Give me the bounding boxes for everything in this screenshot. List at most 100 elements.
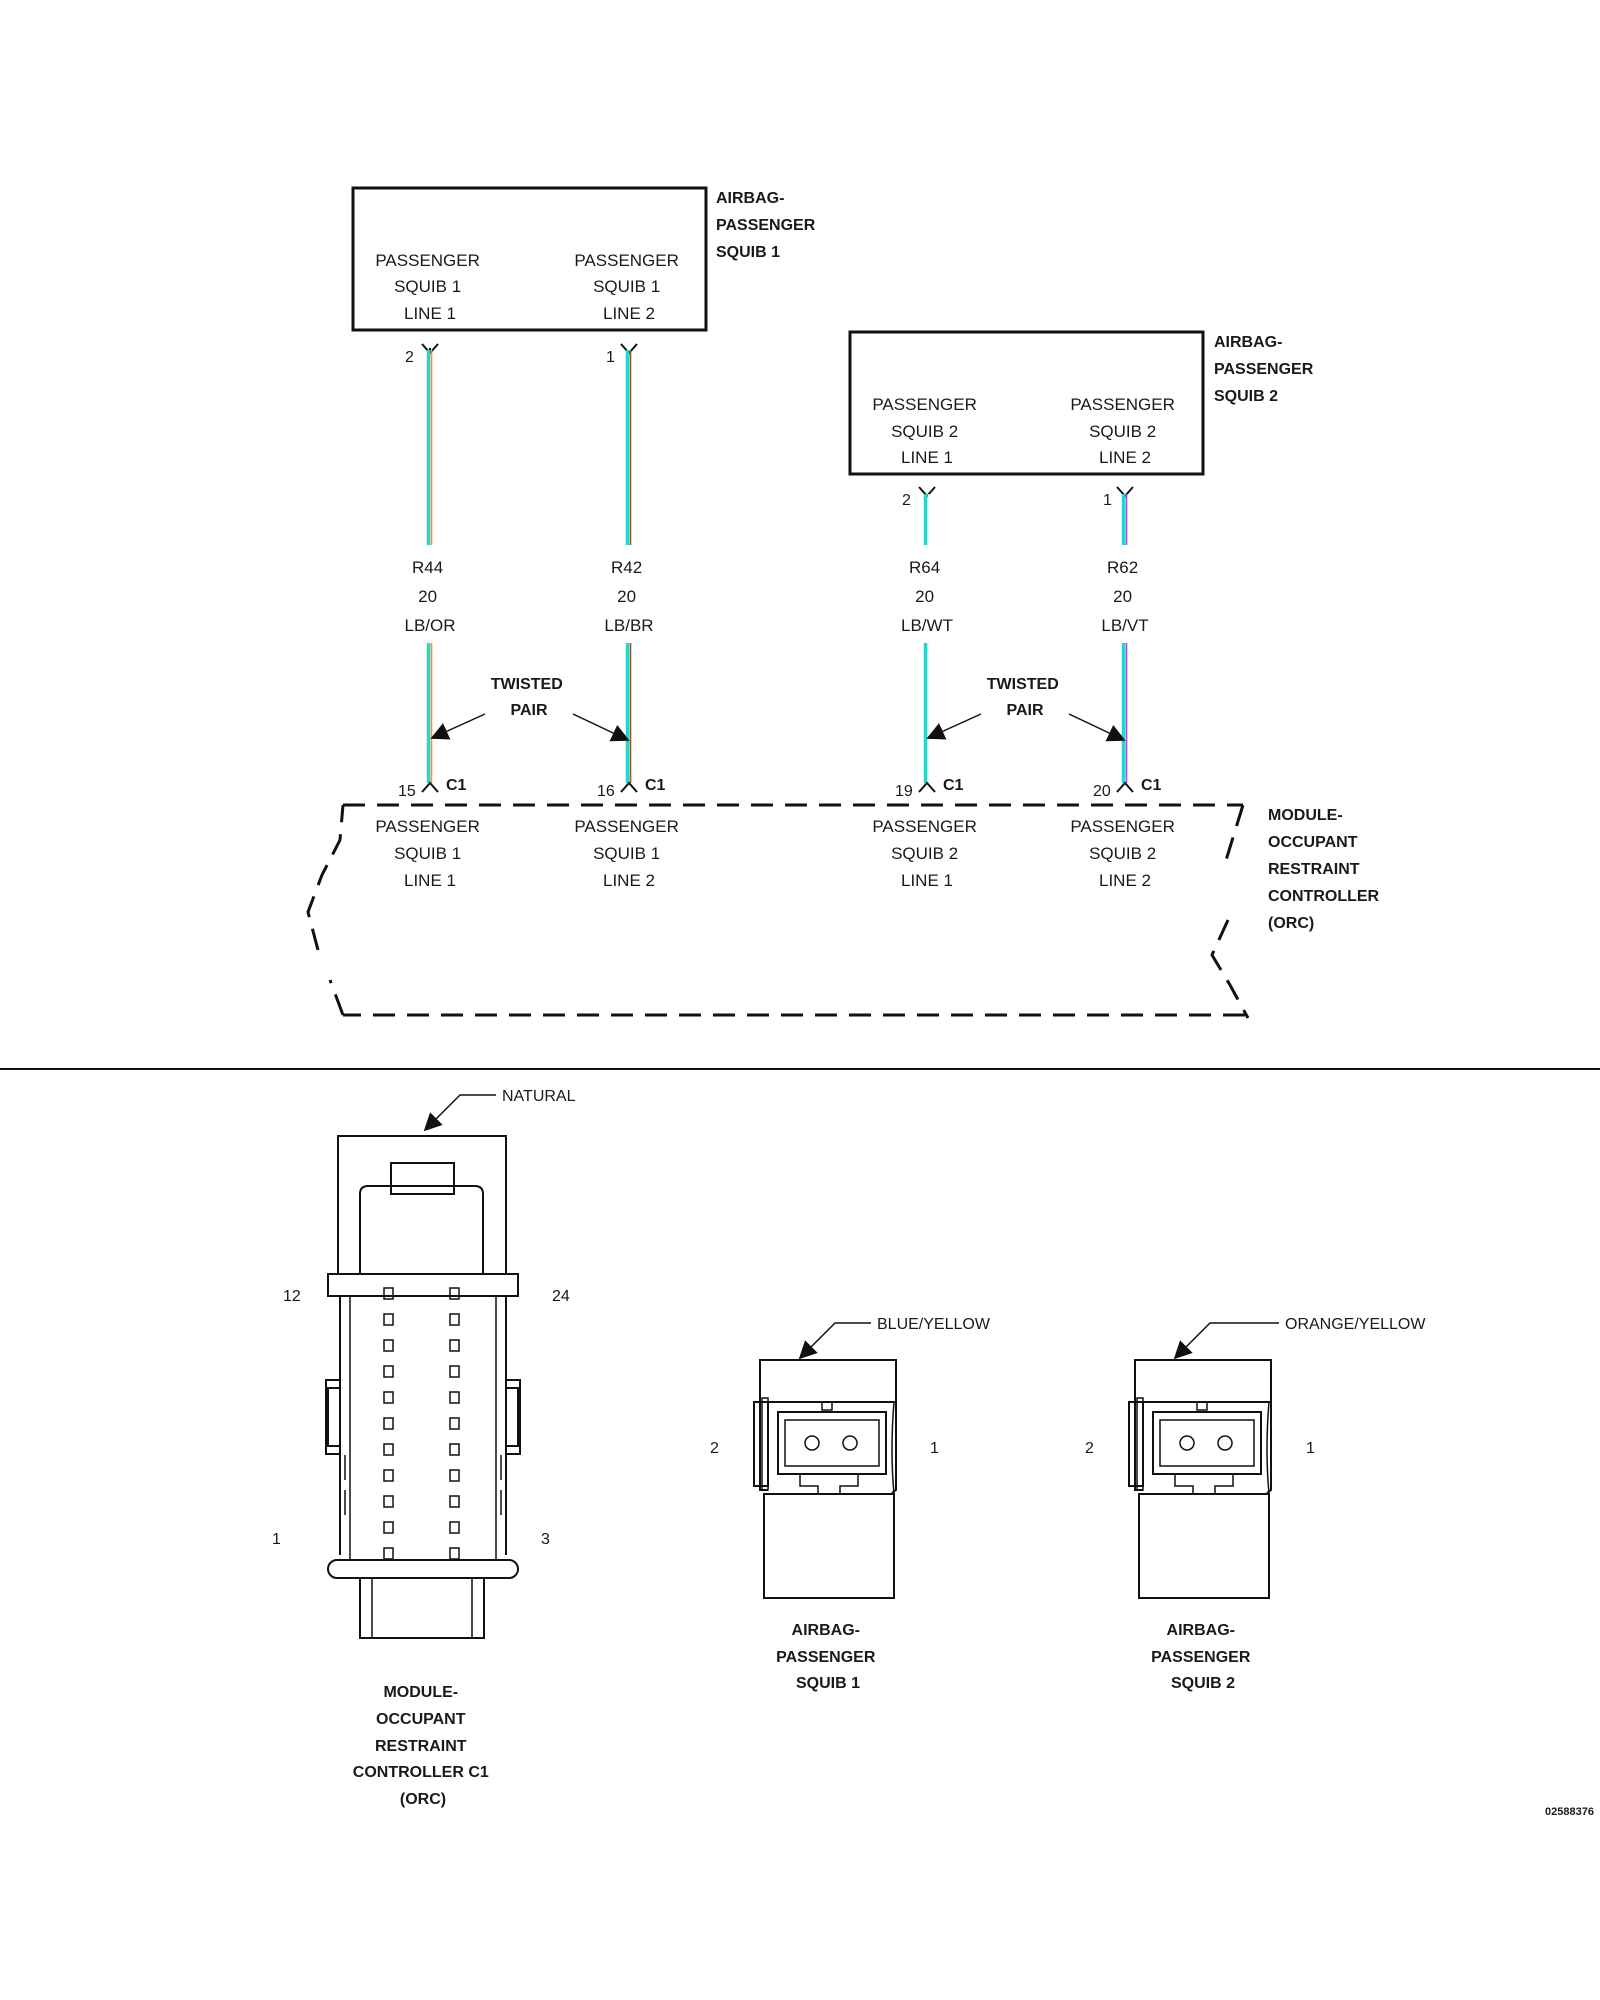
svg-text:TWISTED PAIR: TWISTED PAIR — [491, 676, 567, 719]
wire-r42 — [625, 350, 632, 783]
arrow — [1068, 713, 1126, 742]
svg-text:16: 16 — [597, 783, 615, 800]
squib1-connector-title: AIRBAG- PASSENGER SQUIB 1 — [776, 1622, 880, 1692]
cavity — [449, 1547, 460, 1560]
orc-c1-title: MODULE- OCCUPANT RESTRAINT CONTROLLER C1… — [353, 1684, 493, 1808]
orc-pin-19: 19 C1 — [895, 777, 964, 800]
orc-pin-20: 20 C1 — [1093, 777, 1162, 800]
connector-caret-symbol — [918, 781, 936, 793]
orc-c1-color: NATURAL — [502, 1088, 576, 1105]
cavity — [383, 1287, 394, 1300]
squib1-connector-view: BLUE/YELLOW 2 1 AIRBAG- PASSENGER SQUIB … — [710, 1316, 991, 1692]
svg-text:15: 15 — [398, 783, 416, 800]
squib1-connector-color: BLUE/YELLOW — [877, 1316, 991, 1333]
cavity — [1179, 1435, 1195, 1451]
svg-text:20: 20 — [1093, 783, 1111, 800]
cavity — [449, 1469, 460, 1482]
squib1-pin-label-line2: PASSENGER SQUIB 1 LINE 2 — [574, 251, 683, 323]
cavity — [449, 1391, 460, 1404]
wire-labels: R44 20 LB/OR R42 20 LB/BR R64 20 LB/WT R… — [404, 558, 1148, 635]
svg-text:C1: C1 — [1141, 777, 1162, 794]
squib2-title: AIRBAG- PASSENGER SQUIB 2 — [1214, 334, 1318, 405]
orc-c1-connector-view: NATURAL 12 24 1 3 MODULE- OCCUPANT RESTR… — [272, 1088, 576, 1808]
svg-text:C1: C1 — [645, 777, 666, 794]
squib1-pin-2: 2 — [405, 349, 414, 366]
orc-dashed-outline — [306, 803, 1250, 1019]
cavity-label-12: 12 — [283, 1288, 301, 1305]
cavity-label-1: 1 — [272, 1531, 281, 1548]
orc-pin-16: 16 C1 — [597, 777, 666, 800]
cavity — [449, 1365, 460, 1378]
cavity — [449, 1521, 460, 1534]
svg-text:19: 19 — [895, 783, 913, 800]
cavity — [383, 1521, 394, 1534]
cavity — [383, 1365, 394, 1378]
squib2-connector-color: ORANGE/YELLOW — [1285, 1316, 1426, 1333]
cavity-array — [383, 1287, 460, 1560]
orc-pin-15: 15 C1 — [398, 777, 467, 800]
wire-r44 — [426, 350, 433, 783]
cavity — [449, 1313, 460, 1326]
cavity — [383, 1469, 394, 1482]
arrow — [430, 713, 486, 740]
svg-text:C1: C1 — [943, 777, 964, 794]
squib1-title: AIRBAG- PASSENGER SQUIB 1 — [716, 190, 820, 261]
cavity — [383, 1391, 394, 1404]
squib1-cavity-1: 1 — [930, 1440, 939, 1457]
squib2-component: AIRBAG- PASSENGER SQUIB 2 PASSENGER SQUI… — [848, 330, 1318, 509]
cavity — [1217, 1435, 1233, 1451]
connector-caret-symbol — [1116, 781, 1134, 793]
wire-r62-label: R62 20 LB/VT — [1101, 558, 1148, 635]
cavity — [449, 1495, 460, 1508]
connector-caret-symbol — [421, 781, 439, 793]
wire-r64 — [923, 494, 930, 783]
cavity — [449, 1287, 460, 1300]
cavity — [842, 1435, 858, 1451]
cavity — [383, 1339, 394, 1352]
orc-module: 15 C1 16 C1 19 C1 20 C1 PASSENGER SQUIB … — [306, 777, 1384, 1019]
wires — [426, 350, 1128, 783]
arrow — [926, 713, 982, 740]
orc-pin-label-16: PASSENGER SQUIB 1 LINE 2 — [574, 817, 683, 890]
arrow — [423, 1094, 496, 1132]
wire-r64-label: R64 20 LB/WT — [901, 558, 953, 635]
connector-body — [337, 1135, 507, 1275]
squib2-connector-title: AIRBAG- PASSENGER SQUIB 2 — [1151, 1622, 1255, 1692]
figure-id: 02588376 — [1545, 1806, 1594, 1818]
svg-text:TWISTED PAIR: TWISTED PAIR — [987, 676, 1063, 719]
cavity-label-3: 3 — [541, 1531, 550, 1548]
orc-pin-label-15: PASSENGER SQUIB 1 LINE 1 — [375, 817, 484, 890]
squib2-cavity-1: 1 — [1306, 1440, 1315, 1457]
twisted-pair-callout-2: TWISTED PAIR — [926, 676, 1126, 742]
cavity — [383, 1495, 394, 1508]
orc-pin-label-20: PASSENGER SQUIB 2 LINE 2 — [1070, 817, 1179, 890]
squib1-cavity-2: 2 — [710, 1440, 719, 1457]
squib2-pin-label-line1: PASSENGER SQUIB 2 LINE 1 — [872, 395, 981, 467]
cavity-label-24: 24 — [552, 1288, 570, 1305]
squib1-pin-1: 1 — [606, 349, 615, 366]
squib2-cavity-2: 2 — [1085, 1440, 1094, 1457]
cavity — [449, 1339, 460, 1352]
cavity — [449, 1443, 460, 1456]
cavity — [383, 1443, 394, 1456]
arrow — [572, 713, 630, 742]
connector-caret-symbol — [620, 781, 638, 793]
svg-text:C1: C1 — [446, 777, 467, 794]
squib1-pin-label-line1: PASSENGER SQUIB 1 LINE 1 — [375, 251, 484, 323]
squib2-connector-view: ORANGE/YELLOW 2 1 AIRBAG- PASSENGER SQUI… — [1085, 1316, 1426, 1692]
orc-title: MODULE- OCCUPANT RESTRAINT CONTROLLER (O… — [1268, 807, 1384, 932]
cavity — [383, 1417, 394, 1430]
cavity — [383, 1313, 394, 1326]
squib2-pin-2: 2 — [902, 492, 911, 509]
wire-r62 — [1121, 494, 1128, 783]
squib1-component: AIRBAG- PASSENGER SQUIB 1 PASSENGER SQUI… — [351, 186, 820, 366]
cavity — [383, 1547, 394, 1560]
squib2-pin-1: 1 — [1103, 492, 1112, 509]
cavity — [804, 1435, 820, 1451]
wire-r44-label: R44 20 LB/OR — [404, 558, 455, 635]
orc-pin-label-19: PASSENGER SQUIB 2 LINE 1 — [872, 817, 981, 890]
squib2-pin-label-line2: PASSENGER SQUIB 2 LINE 2 — [1070, 395, 1179, 467]
twisted-pair-callout-1: TWISTED PAIR — [430, 676, 630, 742]
wire-r42-label: R42 20 LB/BR — [604, 558, 653, 635]
